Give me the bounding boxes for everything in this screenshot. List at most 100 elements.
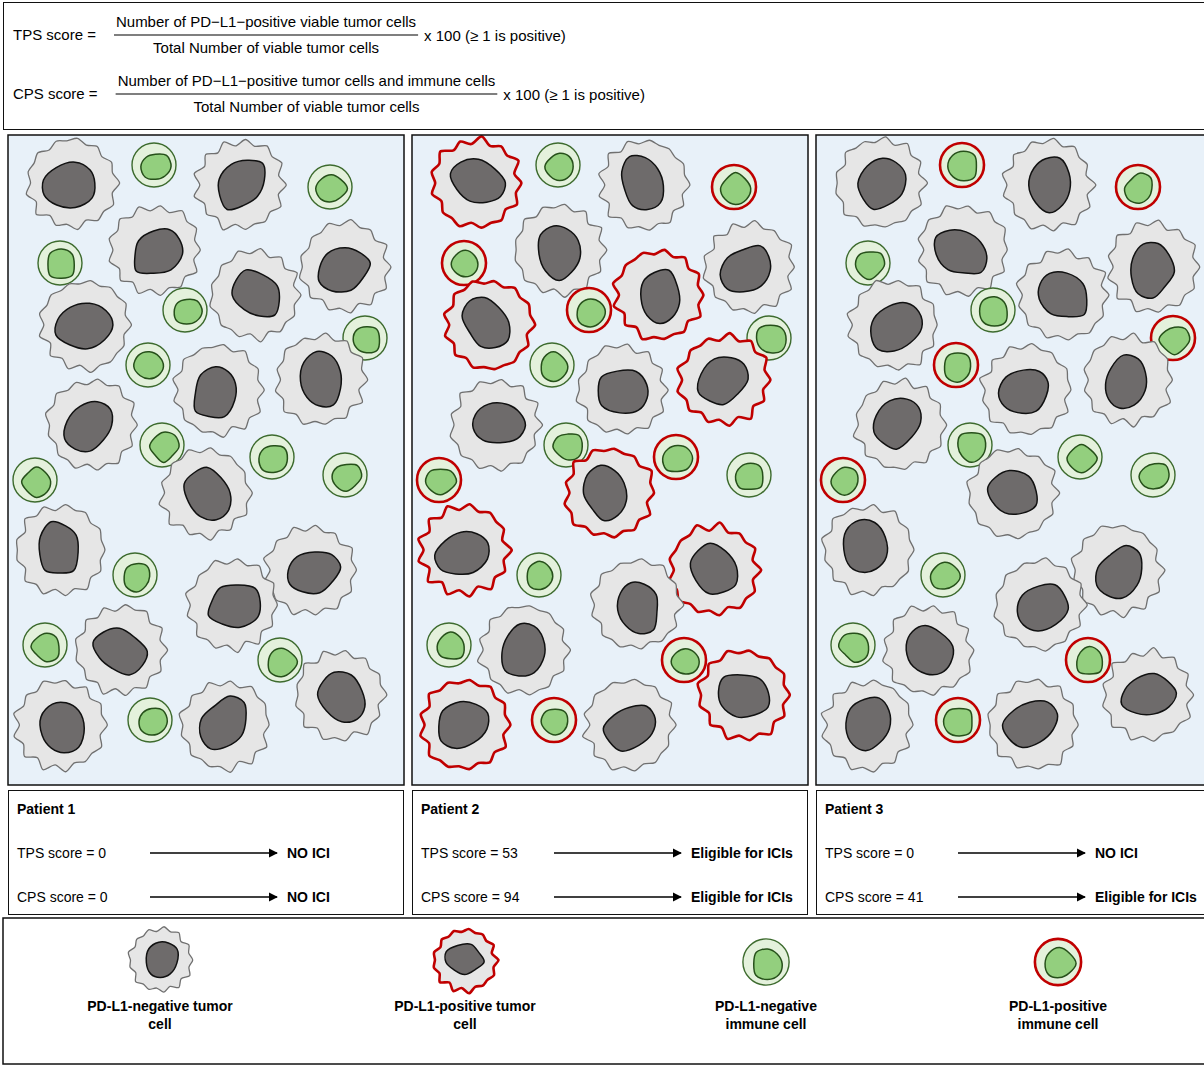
tumor-cell: [822, 505, 914, 596]
decision-text: Eligible for ICIs: [1095, 888, 1197, 906]
legend-box: [3, 918, 1204, 1064]
tumor-cell: [883, 606, 974, 695]
cell-nucleus: [232, 270, 279, 317]
tumor-cell: [128, 927, 192, 992]
fraction-bar: [116, 93, 498, 94]
tumor-cell: [300, 220, 391, 313]
immune-cell: [712, 165, 756, 209]
cell-nucleus: [451, 250, 478, 277]
tumor-cell: [39, 281, 131, 373]
decision-text: NO ICI: [1095, 844, 1138, 862]
cell-nucleus: [473, 403, 526, 443]
panel-border: [8, 135, 404, 785]
immune-cell: [323, 453, 367, 497]
cell-membrane: [727, 453, 771, 497]
cell-nucleus: [502, 623, 545, 676]
cell-membrane: [296, 651, 387, 741]
immune-cell: [417, 458, 461, 502]
immune-cell: [727, 453, 771, 497]
cell-membrane: [17, 505, 105, 596]
tumor-cell: [17, 505, 105, 596]
cell-nucleus: [208, 585, 260, 628]
tumor-cell: [576, 344, 668, 434]
tumor-cell: [515, 204, 607, 297]
cell-membrane: [883, 606, 974, 695]
cell-nucleus: [1139, 464, 1169, 489]
cell-nucleus: [184, 467, 231, 520]
tumor-cell: [186, 559, 278, 653]
cell-nucleus: [583, 465, 626, 521]
cell-nucleus: [318, 672, 365, 722]
immune-cell: [654, 435, 698, 479]
cell-nucleus: [332, 464, 362, 491]
cell-membrane: [994, 558, 1087, 651]
cell-membrane: [703, 221, 794, 314]
patient-heading: Patient 3: [825, 800, 883, 818]
cell-nucleus: [426, 469, 457, 494]
immune-cell: [831, 623, 875, 667]
legend-label: PD-L1-negative immune cell: [691, 997, 841, 1033]
cell-membrane: [934, 343, 978, 387]
cell-nucleus: [598, 370, 648, 413]
cell-membrane: [1116, 165, 1160, 209]
tumor-cell: [994, 558, 1087, 651]
tumor-cell: [918, 206, 1007, 296]
cell-nucleus: [988, 471, 1038, 515]
tumor-cell: [76, 605, 168, 696]
patient-heading: Patient 2: [421, 800, 479, 818]
cell-membrane: [576, 344, 668, 434]
cell-nucleus: [873, 398, 921, 449]
cell-membrane: [971, 288, 1015, 332]
decision-arrow: [958, 852, 1085, 853]
cell-nucleus: [754, 949, 782, 980]
cell-nucleus: [831, 467, 858, 495]
cell-nucleus: [945, 353, 971, 382]
cell-nucleus: [150, 432, 179, 462]
cell-membrane: [847, 280, 937, 370]
cell-membrane: [323, 453, 367, 497]
score-text: TPS score = 0: [825, 844, 914, 862]
patient-heading: Patient 1: [17, 800, 75, 818]
cell-nucleus: [622, 155, 664, 209]
cell-nucleus: [141, 154, 171, 179]
tumor-cell: [173, 345, 264, 438]
decision-text: NO ICI: [287, 844, 330, 862]
cell-membrane: [599, 140, 690, 230]
immune-cell: [258, 638, 302, 682]
tumor-cell: [264, 525, 357, 614]
tumor-cell: [418, 504, 511, 596]
cell-membrane: [163, 288, 207, 332]
tumor-cell: [450, 380, 542, 472]
cell-nucleus: [1131, 242, 1175, 298]
cell-nucleus: [31, 633, 59, 661]
cell-nucleus: [855, 252, 884, 280]
cell-nucleus: [318, 248, 370, 292]
cell-membrane: [515, 204, 607, 297]
immune-cell: [662, 638, 706, 682]
immune-cell: [743, 939, 789, 985]
tumor-cell: [159, 448, 252, 540]
tumor-cell: [698, 651, 790, 741]
fraction-denominator: Total Number of viable tumor cells: [193, 98, 419, 116]
score-text: CPS score = 41: [825, 888, 923, 906]
cell-membrane: [258, 638, 302, 682]
cell-nucleus: [268, 648, 297, 676]
tumor-cell: [420, 680, 510, 769]
immune-cell: [250, 435, 294, 479]
tumor-cell: [847, 280, 937, 370]
cell-nucleus: [200, 696, 247, 750]
cell-membrane: [300, 220, 391, 313]
immune-cell: [38, 241, 82, 285]
cell-nucleus: [663, 446, 693, 472]
score-text: TPS score = 53: [421, 844, 518, 862]
cell-membrane: [940, 143, 984, 187]
immune-cell: [1131, 453, 1175, 497]
tumor-cell: [967, 449, 1060, 539]
cell-nucleus: [1003, 701, 1058, 748]
cell-membrane: [427, 623, 471, 667]
cell-membrane: [194, 139, 286, 229]
tissue-panels: [8, 135, 1204, 785]
immune-cell: [128, 698, 172, 742]
score-text: CPS score = 94: [421, 888, 519, 906]
